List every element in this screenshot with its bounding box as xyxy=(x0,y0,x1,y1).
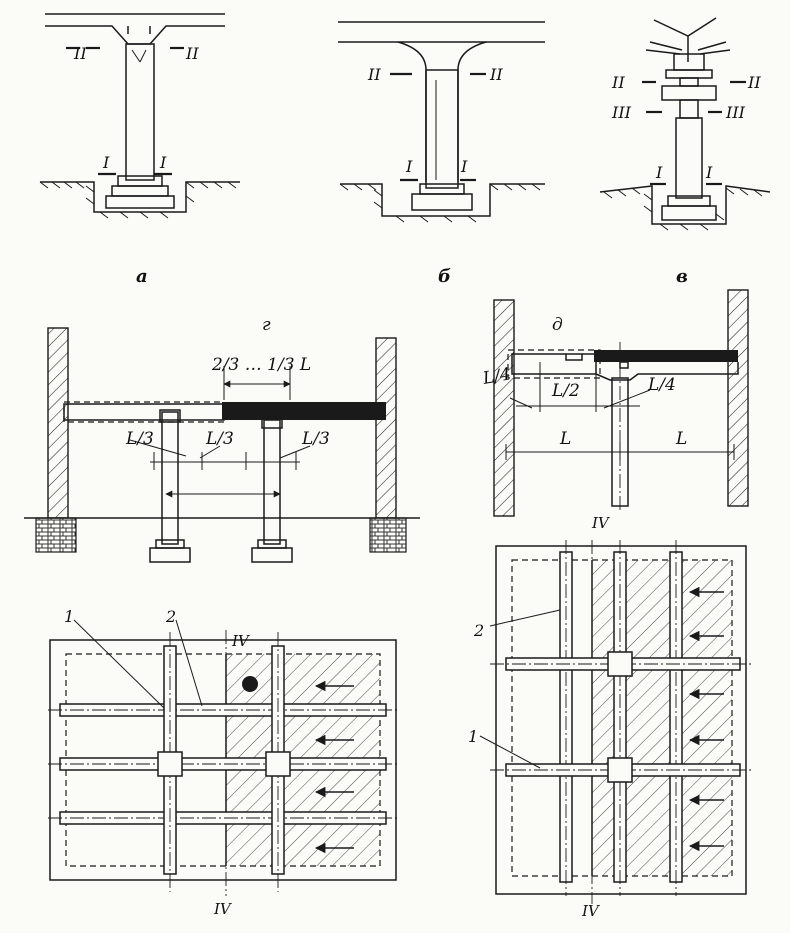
panel-label-b: б xyxy=(438,266,451,287)
panel-label-d: д xyxy=(552,315,563,335)
panel-label-v: в xyxy=(676,266,688,287)
callout-1-right: 1 xyxy=(468,727,478,746)
dim-g-l3-left: L/3 xyxy=(125,429,154,449)
section-ii-left-a: II xyxy=(73,44,87,63)
column-a: II II I I xyxy=(39,13,240,219)
panel-label-g: г xyxy=(262,315,271,335)
section-i-right-a: I xyxy=(159,153,167,172)
dim-g-top: 2/3 … 1/3 L xyxy=(211,355,311,375)
section-i-right-b: I xyxy=(460,157,468,176)
section-iv-bottom-left: IV xyxy=(213,900,233,918)
section-i-right-v: I xyxy=(705,163,713,182)
column-b: II II I I xyxy=(338,21,545,223)
section-ii-right-a: II xyxy=(185,44,199,63)
dim-d-l2: L/2 xyxy=(551,381,580,401)
section-iii-right-v: III xyxy=(725,103,746,122)
section-iii-left-v: III xyxy=(611,103,632,122)
section-i-left-a: I xyxy=(102,153,110,172)
section-iv-top-d: IV xyxy=(591,514,611,532)
callout-2-right: 2 xyxy=(473,621,484,640)
section-ii-left-b: II xyxy=(367,65,381,84)
dim-d-L-right: L xyxy=(675,429,687,449)
dim-d-L-left: L xyxy=(559,429,571,449)
dim-g-l3-mid: L/3 xyxy=(205,429,234,449)
plan-right: IV 2 1 xyxy=(468,540,752,920)
dim-d-l4-left: L/4 xyxy=(480,364,512,389)
section-i-left-b: I xyxy=(405,157,413,176)
column-v: II II III III I I xyxy=(599,17,771,231)
section-ii-right-b: II xyxy=(489,65,503,84)
callout-2-left: 2 xyxy=(165,607,176,626)
section-iv-top-left: IV xyxy=(231,632,251,650)
dim-g-l3-right: L/3 xyxy=(301,429,330,449)
callout-1-left: 1 xyxy=(64,607,74,626)
section-g: г 2/3 … 1/3 L xyxy=(24,315,420,563)
section-d: д L/4 L/2 L/4 L L IV xyxy=(480,289,749,532)
panel-label-a: а xyxy=(136,266,148,287)
section-ii-right-v: II xyxy=(747,73,761,92)
plan-left: IV IV 1 2 xyxy=(48,607,400,918)
section-i-left-v: I xyxy=(655,163,663,182)
section-ii-left-v: II xyxy=(611,73,625,92)
dim-d-l4-right: L/4 xyxy=(647,375,676,395)
section-iv-bottom-right: IV xyxy=(581,902,601,920)
